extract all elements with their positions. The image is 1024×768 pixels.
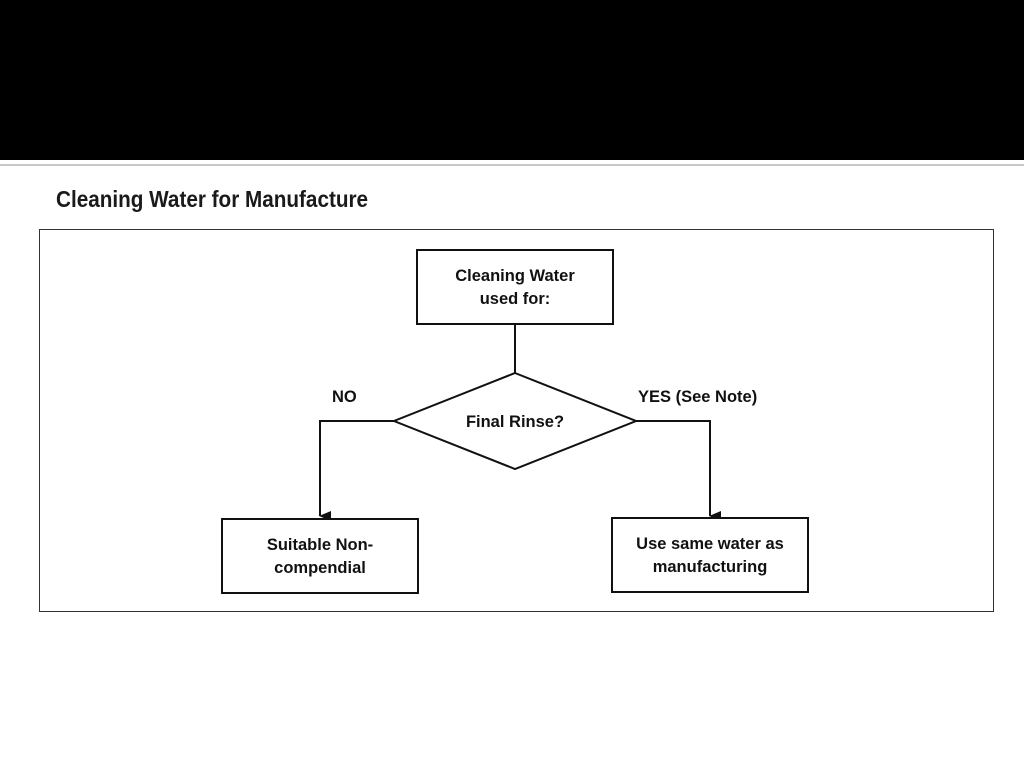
branch-label-yes: YES (See Note) <box>638 388 757 406</box>
no-outcome-box <box>221 518 419 594</box>
decision-label: Final Rinse? <box>466 413 564 431</box>
header-band <box>0 0 1024 160</box>
connector-yes-branch <box>636 420 721 521</box>
connector-no-branch <box>319 420 394 521</box>
header-divider <box>0 164 1024 166</box>
diagram-title: Cleaning Water for Manufacture <box>56 186 369 212</box>
yes-outcome-box <box>611 517 809 593</box>
start-label-line1: Cleaning Water <box>455 267 575 285</box>
decision-diamond <box>391 371 639 471</box>
no-outcome-line1: Suitable Non- <box>267 536 373 554</box>
yes-outcome-line1: Use same water as <box>636 535 784 553</box>
yes-outcome-line2: manufacturing <box>653 558 768 576</box>
diagram-frame <box>39 229 994 612</box>
no-outcome-line2: compendial <box>274 559 366 577</box>
start-box <box>416 249 614 325</box>
start-label-line2: used for: <box>480 290 551 308</box>
branch-label-no: NO <box>332 388 357 406</box>
